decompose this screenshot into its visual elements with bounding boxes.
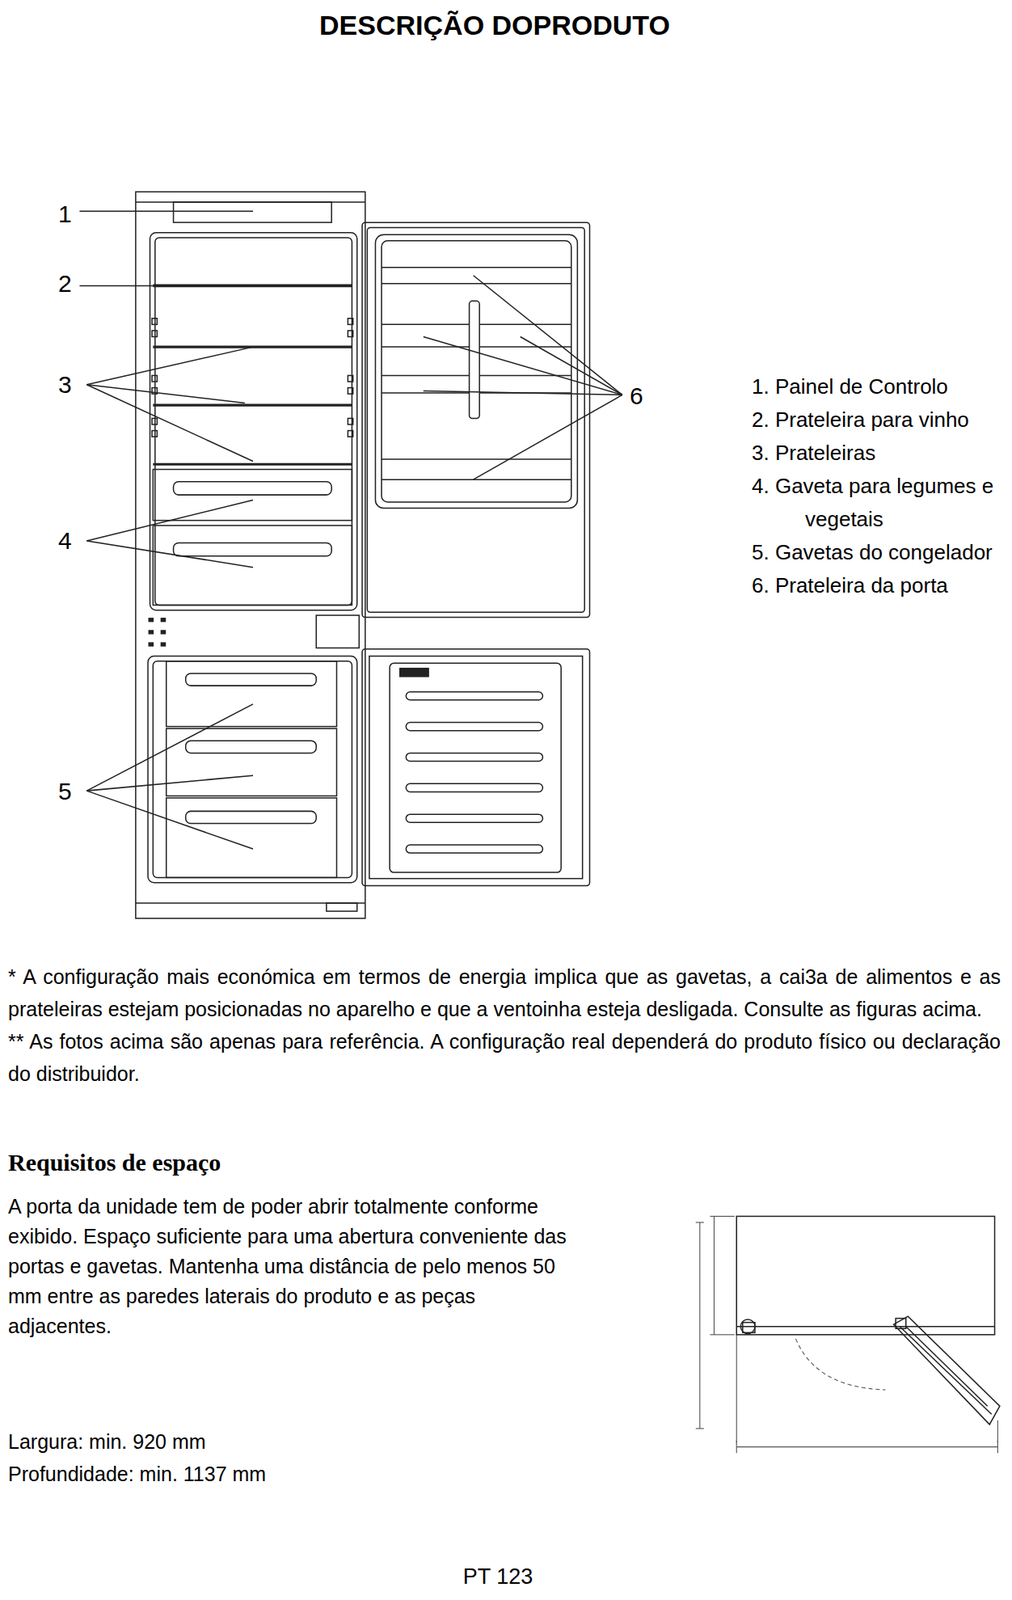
page-number: PT 123 [417, 1563, 579, 1590]
parts-list-item: 6. Prateleira da porta [751, 569, 995, 603]
callout-number: 1 [58, 199, 72, 229]
parts-list-item: 3. Prateleiras [751, 436, 995, 470]
callout-number: 6 [629, 381, 644, 411]
callout-number: 2 [58, 269, 72, 299]
notes: * A configuração mais económica em termo… [8, 960, 1001, 1090]
page-title: DESCRIÇÃO DOPRODUTO [252, 9, 738, 42]
section-heading: Requisitos de espaço [8, 1147, 494, 1177]
callout-number: 5 [58, 776, 72, 806]
parts-list-item: 2. Prateleira para vinho [751, 403, 995, 437]
callout-number: 3 [58, 370, 72, 400]
dimension-text: Profundidade: min. 1137 mm [8, 1458, 574, 1489]
paragraph: A porta da unidade tem de poder abrir to… [8, 1191, 574, 1341]
note: ** As fotos acima são apenas para referê… [8, 1024, 1001, 1090]
parts-list-item: 5. Gavetas do congelador [751, 535, 995, 570]
parts-list-item: 1. Painel de Controlo [751, 370, 995, 404]
parts-list-item: 4. Gaveta para legumes e vegetais [751, 469, 995, 536]
callout-number: 4 [58, 526, 72, 556]
parts-list: 1. Painel de Controlo2. Prateleira para … [751, 370, 995, 603]
note: * A configuração mais económica em termo… [8, 960, 1001, 1025]
dimension-text: Largura: min. 920 mm [8, 1426, 574, 1457]
